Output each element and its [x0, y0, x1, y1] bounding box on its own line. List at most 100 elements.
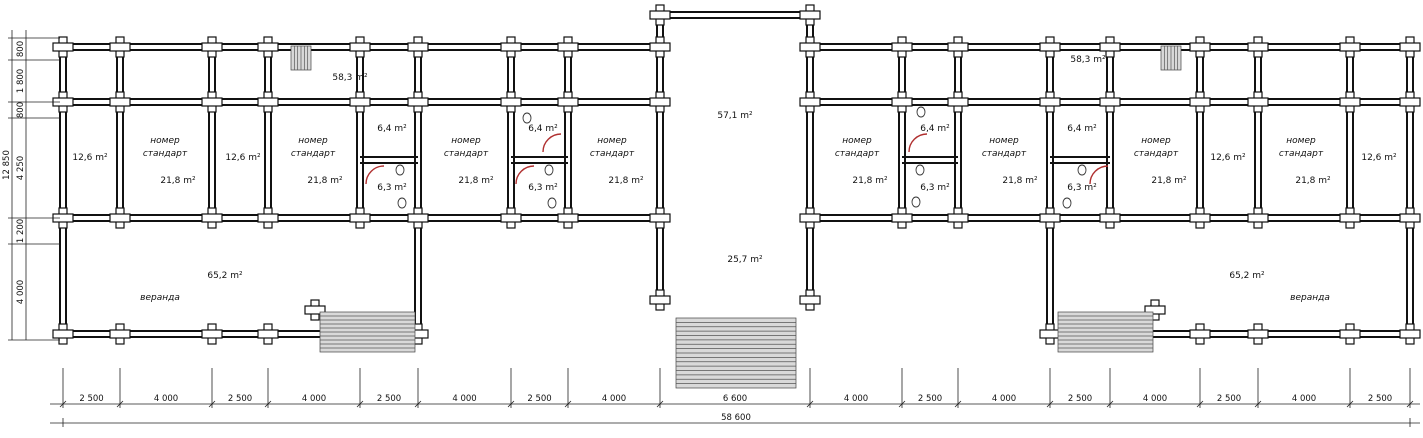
- room-area-label: 65,2 m²: [207, 271, 243, 281]
- log-corner: [500, 213, 522, 223]
- shower-fixture: [515, 165, 535, 185]
- dimension-tick: [806, 400, 814, 408]
- log-corner: [649, 10, 671, 20]
- dimension-tick: [1106, 400, 1114, 408]
- dimension-value: 4 000: [16, 280, 26, 304]
- dimension-value: 1 800: [16, 69, 26, 93]
- room-name-line1: номер: [989, 136, 1019, 146]
- log-corner: [891, 213, 913, 223]
- log-corner: [349, 97, 371, 107]
- log-corner: [500, 97, 522, 107]
- room-area-label: 58,3 m²: [1070, 55, 1106, 65]
- log-corner: [1247, 42, 1269, 52]
- dimension-tick: [264, 400, 272, 408]
- log-corner: [201, 97, 223, 107]
- log-corner: [1189, 329, 1211, 339]
- log-corner: [1399, 329, 1421, 339]
- log-corner: [557, 97, 579, 107]
- room-area-label: 6,3 m²: [1067, 183, 1097, 193]
- stairs: [290, 45, 1182, 389]
- room-name-line1: номер: [1141, 136, 1171, 146]
- toilet-fixture: [395, 164, 405, 176]
- room-name-line2: стандарт: [1134, 149, 1179, 159]
- room-name-line1: номер: [298, 136, 328, 146]
- room-area-label: 65,2 m²: [1229, 271, 1265, 281]
- total-dimension-value: 58 600: [721, 413, 751, 423]
- room-name-line2: стандарт: [835, 149, 880, 159]
- log-corner: [891, 42, 913, 52]
- log-corner: [1247, 329, 1269, 339]
- log-corner: [407, 42, 429, 52]
- room-area-label: 6,4 m²: [528, 124, 558, 134]
- log-corner: [799, 213, 821, 223]
- log-corner: [649, 213, 671, 223]
- dimension-tick: [414, 400, 422, 408]
- dimension-value: 4 000: [992, 394, 1016, 404]
- log-corner: [947, 213, 969, 223]
- dimension-value: 4 000: [154, 394, 178, 404]
- shower-fixture: [908, 133, 928, 153]
- log-corner: [1189, 213, 1211, 223]
- dimension-tick: [507, 400, 515, 408]
- dimension-lines: 2 500 4 000 2 500 4 000 2 500 4 000 2 500 4 000…: [2, 30, 1420, 427]
- dimension-tick: [898, 400, 906, 408]
- room-area-label: 58,3 m²: [332, 73, 368, 83]
- dimension-value: 2 500: [1068, 394, 1092, 404]
- dimension-tick: [1406, 400, 1414, 408]
- room-name-line1: номер: [842, 136, 872, 146]
- room-name-line2: стандарт: [982, 149, 1027, 159]
- room-area-label: 21,8 m²: [160, 176, 196, 186]
- log-corner: [500, 42, 522, 52]
- toilet-fixture: [544, 164, 554, 176]
- dimension-tick: [1346, 400, 1354, 408]
- log-corner: [649, 97, 671, 107]
- dimension-value: 2 500: [1217, 394, 1241, 404]
- veranda-label: веранда: [140, 293, 180, 303]
- dimension-value: 4 000: [1292, 394, 1316, 404]
- log-corner: [1144, 305, 1166, 315]
- log-corner: [1099, 42, 1121, 52]
- log-corner: [201, 329, 223, 339]
- dimension-tick: [954, 400, 962, 408]
- log-corner: [304, 305, 326, 315]
- log-corner: [257, 42, 279, 52]
- dimension-tick: [208, 400, 216, 408]
- dimension-value: 4 000: [844, 394, 868, 404]
- log-corner: [1189, 42, 1211, 52]
- dimension-value: 4 000: [452, 394, 476, 404]
- dimension-tick: [1196, 400, 1204, 408]
- log-corner: [557, 213, 579, 223]
- log-corner: [257, 97, 279, 107]
- log-corner: [109, 97, 131, 107]
- room-area-label: 12,6 m²: [225, 153, 261, 163]
- log-corner: [947, 97, 969, 107]
- log-corner: [799, 10, 821, 20]
- dimension-value: 800: [16, 102, 26, 118]
- dimension-value: 2 500: [79, 394, 103, 404]
- log-corner: [1339, 42, 1361, 52]
- log-corner: [799, 295, 821, 305]
- dimension-value: 2 500: [228, 394, 252, 404]
- room-area-label: 6,3 m²: [377, 183, 407, 193]
- toilet-fixture: [915, 164, 925, 176]
- log-corner: [891, 97, 913, 107]
- dimension-value: 4 000: [602, 394, 626, 404]
- veranda-label: веранда: [1290, 293, 1330, 303]
- room-area-label: 21,8 m²: [608, 176, 644, 186]
- log-corner: [109, 329, 131, 339]
- log-corner: [257, 329, 279, 339]
- log-corner: [407, 97, 429, 107]
- log-corner: [557, 42, 579, 52]
- dimension-value: 2 500: [1368, 394, 1392, 404]
- log-corner: [649, 42, 671, 52]
- room-area-label: 12,6 m²: [72, 153, 108, 163]
- dimension-value: 1 200: [16, 219, 26, 243]
- log-corner: [349, 213, 371, 223]
- toilet-fixture: [911, 196, 921, 208]
- log-corner: [109, 42, 131, 52]
- room-name-line2: стандарт: [143, 149, 188, 159]
- log-corner: [349, 42, 371, 52]
- room-area-label: 21,8 m²: [1151, 176, 1187, 186]
- room-area-label: 6,3 m²: [920, 183, 950, 193]
